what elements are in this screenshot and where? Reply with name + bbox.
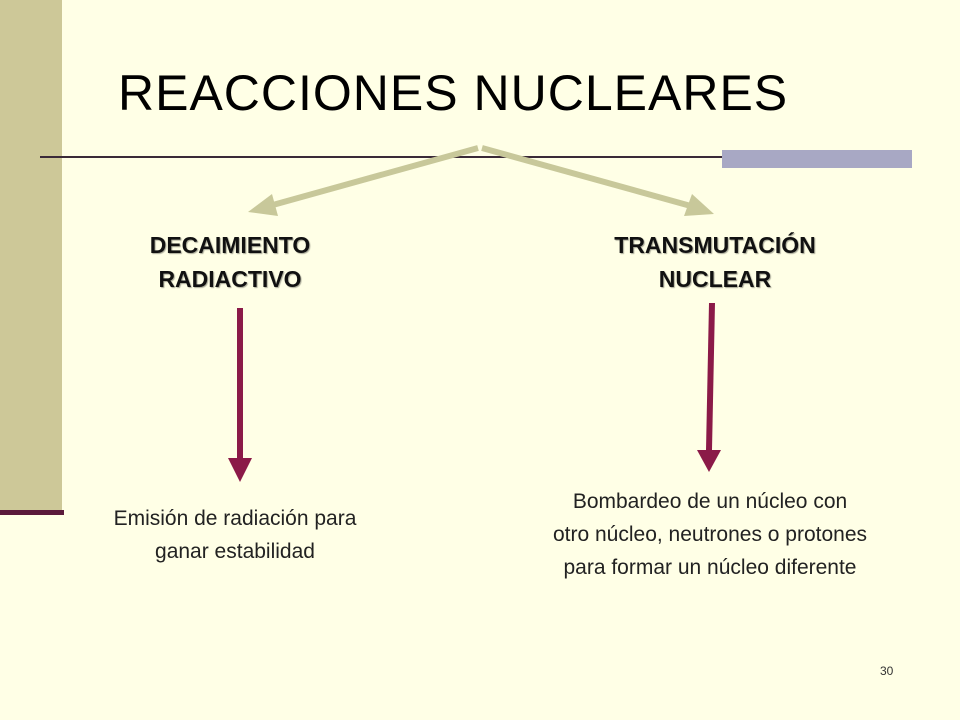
- description-decaimiento: Emisión de radiación para ganar estabili…: [70, 502, 400, 568]
- description-line: Bombardeo de un núcleo con: [572, 490, 848, 513]
- heading-line: RADIACTIVO: [158, 266, 302, 292]
- heading-decaimiento-radiactivo: DECAIMIENTO RADIACTIVO: [100, 228, 360, 296]
- heading-line: DECAIMIENTO: [149, 232, 311, 258]
- left-accent-bar: [0, 510, 64, 515]
- down-arrow-left: [228, 308, 252, 482]
- heading-transmutacion-nuclear: TRANSMUTACIÓN NUCLEAR: [560, 228, 870, 296]
- title-divider-accent: [722, 150, 912, 168]
- down-arrow-right: [697, 302, 721, 472]
- description-line: Emisión de radiación para: [113, 507, 357, 530]
- heading-line: NUCLEAR: [658, 266, 772, 292]
- left-sidebar-band: [0, 0, 62, 512]
- description-line: ganar estabilidad: [155, 540, 315, 563]
- description-line: otro núcleo, neutrones o protones: [552, 523, 868, 546]
- title-divider: [40, 156, 912, 158]
- heading-line: TRANSMUTACIÓN: [614, 232, 816, 258]
- page-number: 30: [880, 664, 894, 678]
- slide-title: REACCIONES NUCLEARES: [118, 65, 789, 121]
- branch-arrow-right: [481, 145, 714, 216]
- description-transmutacion: Bombardeo de un núcleo con otro núcleo, …: [505, 485, 915, 584]
- description-line: para formar un núcleo diferente: [563, 556, 857, 579]
- branch-arrow-left: [248, 145, 479, 216]
